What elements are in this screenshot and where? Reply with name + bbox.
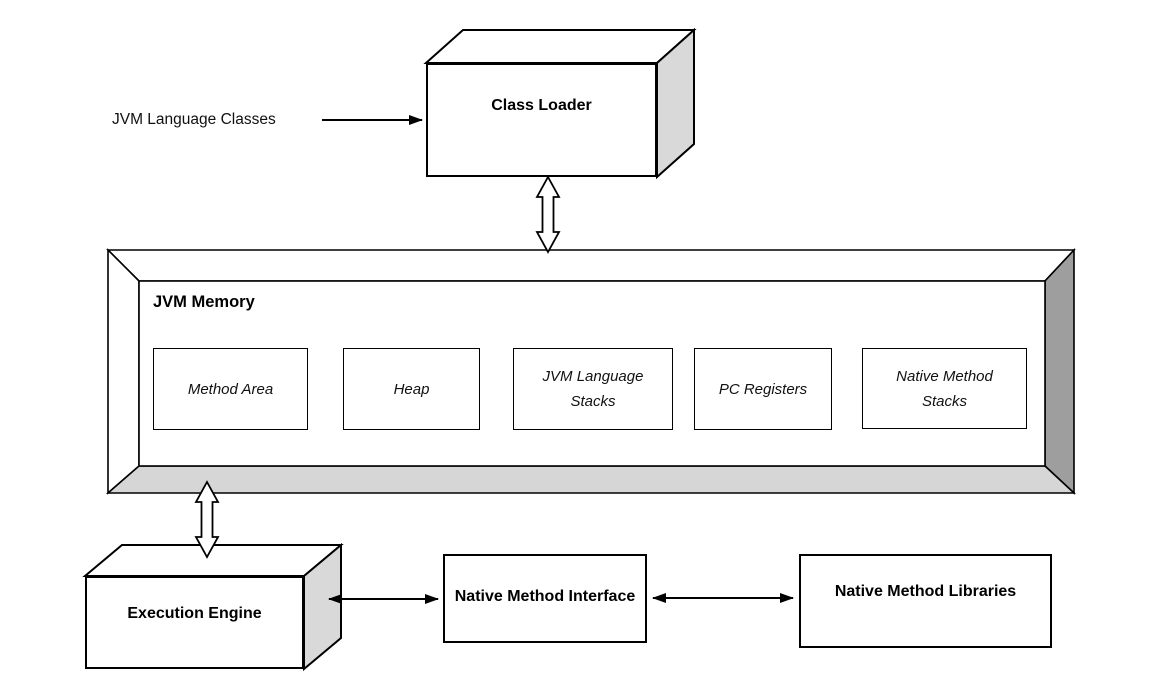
memory-execution-engine-double-arrow <box>194 480 220 559</box>
class-loader-top-face <box>423 29 697 64</box>
jvm-memory-frame-left <box>107 248 140 495</box>
heap-box: Heap <box>343 348 480 430</box>
class-loader-memory-double-arrow <box>535 175 561 254</box>
execution-engine-label: Execution Engine <box>127 605 262 622</box>
jvm-language-stacks-box: JVM Language Stacks <box>513 348 673 430</box>
jvm-memory-frame-right <box>1044 247 1075 495</box>
native-method-stacks-box: Native Method Stacks <box>862 348 1027 429</box>
class-loader-box: Class Loader <box>426 63 657 177</box>
pc-registers-box: PC Registers <box>694 348 832 430</box>
method-area-box: Method Area <box>153 348 308 430</box>
class-loader-label: Class Loader <box>491 97 592 114</box>
jvm-memory-frame-bottom <box>105 465 1077 494</box>
native-method-libraries-box: Native Method Libraries <box>799 554 1052 648</box>
jvm-memory-frame-top <box>106 249 1076 282</box>
execution-engine-box: Execution Engine <box>85 576 304 669</box>
native-method-interface-box: Native Method Interface <box>443 554 647 643</box>
execution-engine-top-face <box>82 544 344 577</box>
jvm-memory-label: JVM Memory <box>153 293 255 311</box>
native-method-libraries-label: Native Method Libraries <box>834 583 1017 600</box>
native-method-interface-label: Native Method Interface <box>454 588 636 605</box>
class-loader-right-face <box>656 27 695 180</box>
jvm-language-classes-label: JVM Language Classes <box>112 111 276 128</box>
execution-engine-right-face <box>303 542 342 672</box>
